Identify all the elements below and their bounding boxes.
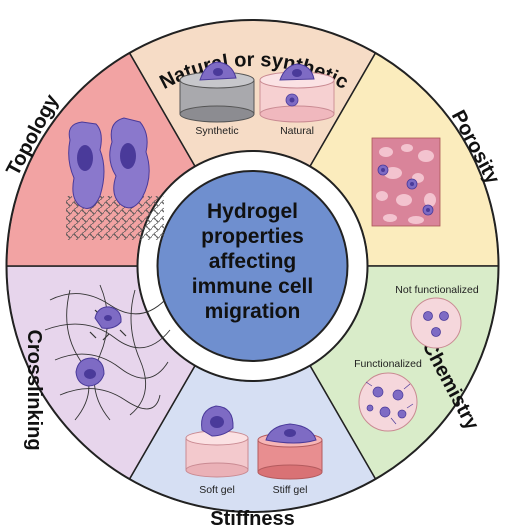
center-line-3: affecting bbox=[209, 250, 297, 273]
elongated-cell-left bbox=[68, 121, 105, 209]
porosity-illustration bbox=[371, 137, 441, 227]
center-circle bbox=[156, 170, 349, 362]
crosslinking-illustration bbox=[44, 284, 171, 421]
soft-gel-icon bbox=[185, 405, 249, 478]
center-line-4: immune cell bbox=[192, 275, 313, 298]
natural-gel-icon bbox=[259, 63, 335, 123]
stiff-gel-label: Stiff gel bbox=[273, 484, 308, 496]
not-functionalized-label: Not functionalized bbox=[395, 284, 479, 296]
stiff-gel-icon bbox=[257, 423, 323, 480]
label-crosslinking: Crosslinking bbox=[23, 329, 45, 450]
functionalized-label: Functionalized bbox=[354, 358, 422, 370]
synthetic-gel-icon bbox=[179, 61, 255, 123]
topology-illustration bbox=[66, 117, 164, 240]
outer-ring bbox=[5, 19, 500, 513]
synthetic-label: Synthetic bbox=[195, 125, 238, 137]
chemistry-illustration: Not functionalized Functionalized bbox=[354, 284, 479, 432]
not-functionalized-bead bbox=[410, 297, 462, 349]
center-line-2: properties bbox=[201, 225, 304, 248]
elongated-cell-right bbox=[109, 117, 150, 209]
center-title: Hydrogel properties affecting immune cel… bbox=[192, 200, 313, 323]
center-line-1: Hydrogel bbox=[207, 200, 298, 223]
soft-gel-label: Soft gel bbox=[199, 484, 235, 496]
natural-label: Natural bbox=[280, 125, 314, 137]
center-line-5: migration bbox=[205, 300, 301, 323]
label-stiffness: Stiffness bbox=[210, 508, 294, 530]
natural-synthetic-illustration: Synthetic Natural bbox=[179, 61, 335, 137]
functionalized-bead bbox=[358, 372, 418, 432]
stiffness-illustration: Soft gel Stiff gel bbox=[185, 405, 323, 496]
